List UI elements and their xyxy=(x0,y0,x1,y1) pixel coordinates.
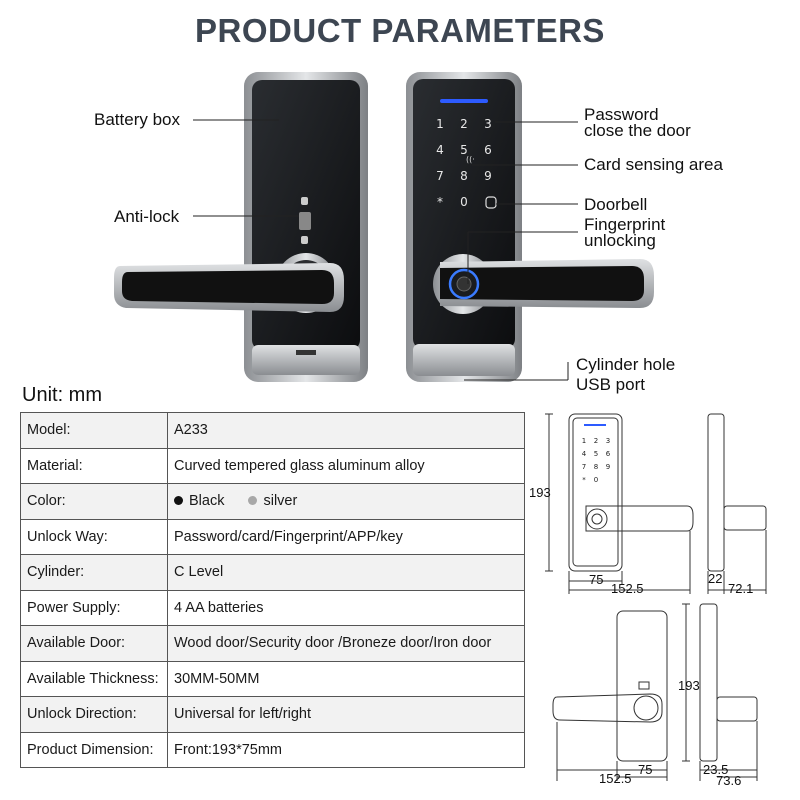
keypad-key: 0 xyxy=(460,195,468,209)
param-row: Model:A233 xyxy=(20,412,525,449)
callout-cylinder-hole: Cylinder hole xyxy=(576,355,676,374)
callout-fingerprint-line1: Fingerprint xyxy=(584,215,666,234)
param-row: Available Thickness:30MM-50MM xyxy=(20,660,525,697)
page-title: PRODUCT PARAMETERS xyxy=(195,12,605,49)
mini-keypad-key: 2 xyxy=(594,437,598,445)
keypad-key: * xyxy=(437,195,443,209)
mini-keypad-key: 5 xyxy=(594,450,598,458)
mini-keypad-key: 1 xyxy=(582,437,586,445)
param-key: Material: xyxy=(20,447,168,484)
param-value: 4 AA batteries xyxy=(167,589,525,626)
param-key: Model: xyxy=(20,412,168,449)
dim-back-height: 193 xyxy=(678,678,700,693)
param-key: Product Dimension: xyxy=(20,731,168,768)
keypad-key: 2 xyxy=(460,117,468,131)
dim-back-total: 152.5 xyxy=(599,771,632,786)
mini-keypad-key: * xyxy=(582,476,586,484)
param-row: Unlock Direction:Universal for left/righ… xyxy=(20,696,525,733)
svg-text:((·: ((· xyxy=(466,155,475,164)
param-key: Cylinder: xyxy=(20,554,168,591)
dim-back-side-a: 23.5 xyxy=(703,762,729,777)
param-value: Curved tempered glass aluminum alloy xyxy=(167,447,525,484)
param-key: Power Supply: xyxy=(20,589,168,626)
param-row: Power Supply:4 AA batteries xyxy=(20,589,525,626)
param-row: Available Door:Wood door/Security door /… xyxy=(20,625,525,662)
dim-side-depth-a: 22 xyxy=(708,571,723,586)
param-value: Password/card/Fingerprint/APP/key xyxy=(167,518,525,555)
param-key: Unlock Direction: xyxy=(20,696,168,733)
param-value: 30MM-50MM xyxy=(167,660,525,697)
keypad-key: 9 xyxy=(484,169,492,183)
callout-card-sensing: Card sensing area xyxy=(584,155,723,174)
param-key: Available Thickness: xyxy=(20,660,168,697)
param-row: Cylinder:C Level xyxy=(20,554,525,591)
mini-keypad-key: 0 xyxy=(594,476,598,484)
mini-keypad-key: 9 xyxy=(606,463,610,471)
keypad: 1 2 3 4 5 6 7 8 9 * 0 xyxy=(436,117,492,209)
param-row: Color: Black silver xyxy=(20,483,525,520)
mini-keypad-key: 8 xyxy=(594,463,598,471)
callout-password-line2: close the door xyxy=(584,121,691,140)
param-row: Product Dimension:Front:193*75mm xyxy=(20,731,525,768)
front-lock-image: ((· xyxy=(406,72,654,382)
keypad-key: 8 xyxy=(460,169,468,183)
keypad-key: 4 xyxy=(436,143,444,157)
param-row: Unlock Way:Password/card/Fingerprint/APP… xyxy=(20,518,525,555)
color-swatch xyxy=(174,495,183,505)
param-row: Material:Curved tempered glass aluminum … xyxy=(20,447,525,484)
mini-keypad-key: 6 xyxy=(606,450,611,458)
keypad-key: 7 xyxy=(436,169,444,183)
keypad-key: 1 xyxy=(436,117,444,131)
dim-front-total: 152.5 xyxy=(611,581,644,596)
dimension-drawings xyxy=(545,413,767,781)
mini-keypad-key: 3 xyxy=(606,437,610,445)
param-value: A233 xyxy=(167,412,525,449)
keypad-key: 3 xyxy=(484,117,492,131)
param-value: Wood door/Security door /Broneze door/Ir… xyxy=(167,625,525,662)
color-swatch xyxy=(248,495,258,505)
param-value: Black silver xyxy=(167,483,525,520)
param-key: Available Door: xyxy=(20,625,168,662)
param-key: Unlock Way: xyxy=(20,518,168,555)
callout-password-line1: Password xyxy=(584,105,659,124)
dim-front-width: 75 xyxy=(589,572,604,587)
color-name: silver xyxy=(263,493,298,510)
callout-battery-box: Battery box xyxy=(94,110,180,129)
dim-back-width: 75 xyxy=(638,762,653,777)
param-value: C Level xyxy=(167,554,525,591)
back-lock-image xyxy=(114,72,368,382)
keypad-key: 6 xyxy=(484,143,492,157)
unit-label: Unit: mm xyxy=(22,384,102,406)
dim-side-depth-b: 72.1 xyxy=(728,581,754,596)
keypad-key: 5 xyxy=(460,143,468,157)
callout-lines xyxy=(193,119,578,381)
callout-fingerprint-line2: unlocking xyxy=(584,231,656,250)
param-key: Color: xyxy=(20,483,168,520)
callout-anti-lock: Anti-lock xyxy=(114,207,180,226)
callout-doorbell: Doorbell xyxy=(584,195,648,214)
dim-front-height: 193 xyxy=(529,485,551,500)
mini-keypad-key: 7 xyxy=(582,463,586,471)
param-value: Front:193*75mm xyxy=(167,731,525,768)
dim-back-side-b: 73.6 xyxy=(716,773,742,788)
mini-keypad-key: 4 xyxy=(582,450,587,458)
callout-usb-port: USB port xyxy=(576,375,645,394)
color-name: Black xyxy=(189,493,225,510)
param-value: Universal for left/right xyxy=(167,696,525,733)
